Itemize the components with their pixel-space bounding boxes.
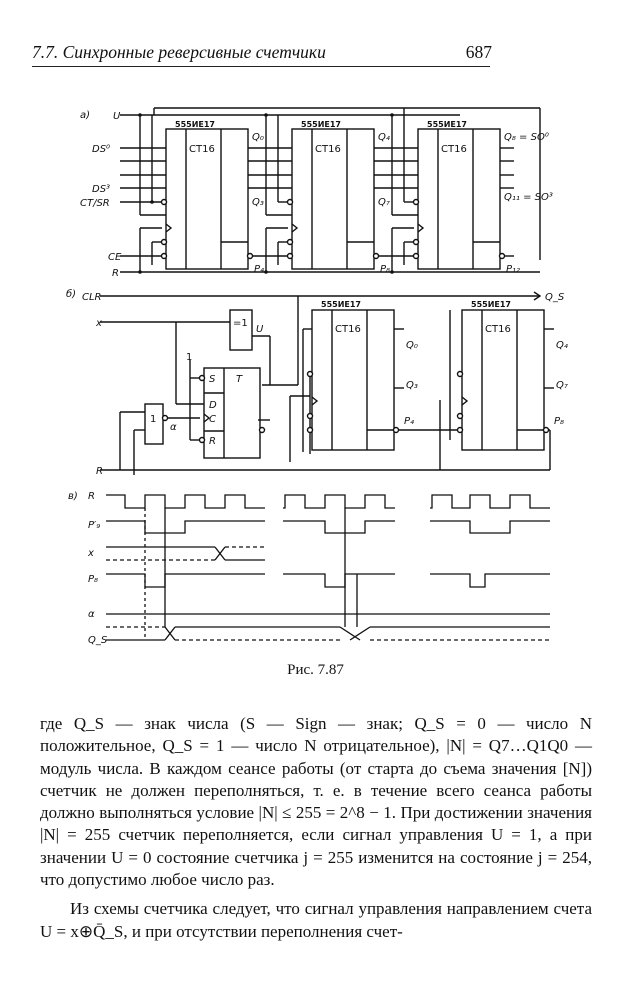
chip-3 <box>417 128 501 270</box>
svg-text:R: R <box>88 491 95 502</box>
svg-text:P₄: P₄ <box>404 416 414 427</box>
svg-text:T: T <box>236 374 243 385</box>
svg-text:CT16: CT16 <box>315 144 341 155</box>
svg-text:S: S <box>209 374 216 385</box>
chip-b2 <box>461 309 545 451</box>
chip-1 <box>165 128 249 270</box>
input-ce: CE <box>108 252 122 263</box>
input-ds0: DS⁰ <box>92 144 110 155</box>
svg-text:555ИЕ17: 555ИЕ17 <box>321 300 361 309</box>
svg-text:x: x <box>95 318 102 329</box>
svg-text:555ИЕ17: 555ИЕ17 <box>471 300 511 309</box>
svg-text:=1: =1 <box>233 318 248 329</box>
svg-text:Q_S: Q_S <box>88 635 108 646</box>
svg-text:P′₉: P′₉ <box>88 520 100 531</box>
svg-text:U: U <box>256 324 264 335</box>
input-ct-sr: CT/SR <box>80 198 110 209</box>
svg-text:Q₇: Q₇ <box>378 197 390 208</box>
svg-text:1: 1 <box>186 352 192 363</box>
svg-text:α: α <box>88 609 95 620</box>
svg-text:1: 1 <box>150 414 156 425</box>
paragraph-2: Из схемы счетчика следует, что сигнал уп… <box>40 899 592 941</box>
svg-text:P₈: P₈ <box>554 416 564 427</box>
panel-c-timing <box>106 494 550 641</box>
svg-text:Q₃: Q₃ <box>406 380 418 391</box>
svg-text:Q₄: Q₄ <box>378 132 390 143</box>
xor-gate <box>229 309 253 351</box>
svg-text:D: D <box>209 400 217 411</box>
svg-text:R: R <box>96 466 103 477</box>
svg-text:CT16: CT16 <box>189 144 215 155</box>
panel-b-schematic <box>100 291 554 475</box>
svg-text:α: α <box>170 422 177 433</box>
svg-text:Q_S: Q_S <box>545 292 565 303</box>
svg-text:Q₀: Q₀ <box>252 132 264 143</box>
chip-2 <box>291 128 375 270</box>
page-number: 687 <box>465 42 492 62</box>
input-u: U <box>113 111 121 122</box>
svg-text:C: C <box>209 414 216 425</box>
body-text: где Q_S — знак числа (S — Sign — знак; Q… <box>40 713 592 943</box>
paragraph-1: где Q_S — знак числа (S — Sign — знак; Q… <box>40 714 592 890</box>
svg-text:CLR: CLR <box>82 292 102 303</box>
svg-text:555ИЕ17: 555ИЕ17 <box>301 120 341 129</box>
svg-text:Q₀: Q₀ <box>406 340 418 351</box>
panel-b-label: б) <box>66 288 76 300</box>
running-header: 7.7. Синхронные реверсивные счетчики 687 <box>32 40 492 67</box>
chip-b1 <box>311 309 395 451</box>
svg-text:Q₄: Q₄ <box>556 340 568 351</box>
input-ds3: DS³ <box>92 184 110 195</box>
svg-text:CT16: CT16 <box>485 324 511 335</box>
svg-text:P₈: P₈ <box>88 574 98 585</box>
svg-text:555ИЕ17: 555ИЕ17 <box>175 120 215 129</box>
svg-text:P₁₂: P₁₂ <box>506 264 520 275</box>
svg-text:x: x <box>87 548 94 559</box>
svg-text:Q₈ = SO⁰: Q₈ = SO⁰ <box>504 132 549 143</box>
svg-text:CT16: CT16 <box>441 144 467 155</box>
svg-text:Q₇: Q₇ <box>556 380 568 391</box>
panel-c-label: в) <box>68 491 78 502</box>
svg-text:555ИЕ17: 555ИЕ17 <box>427 120 467 129</box>
input-r: R <box>112 268 119 279</box>
svg-text:Q₃: Q₃ <box>252 197 264 208</box>
svg-text:CT16: CT16 <box>335 324 361 335</box>
svg-text:P₈: P₈ <box>380 264 390 275</box>
or-gate <box>144 403 164 445</box>
svg-text:Q₁₁ = SO³: Q₁₁ = SO³ <box>504 192 553 203</box>
t-trigger <box>203 367 261 459</box>
section-title: 7.7. Синхронные реверсивные счетчики <box>32 42 326 62</box>
svg-text:R: R <box>209 436 216 447</box>
panel-a-schematic <box>120 107 541 273</box>
svg-text:P₄: P₄ <box>254 264 264 275</box>
panel-a-label: а) <box>80 110 90 121</box>
figure-caption: Рис. 7.87 <box>287 662 344 678</box>
